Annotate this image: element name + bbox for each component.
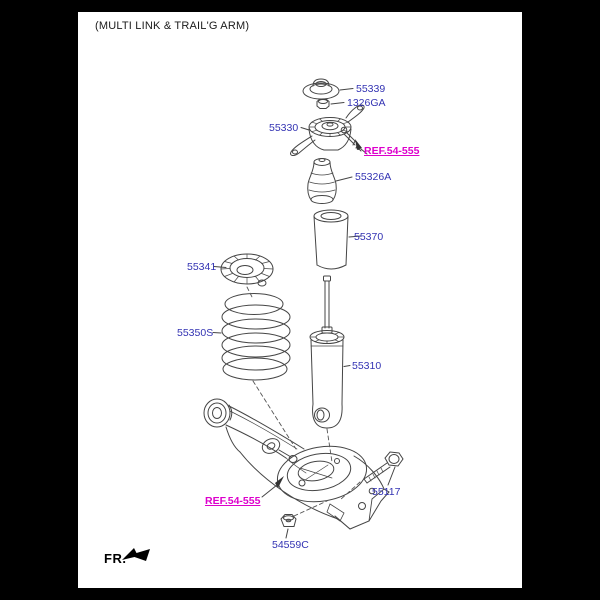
trailing-arm-drawing [203,398,390,530]
part-label-55339: 55339 [356,83,386,95]
fr-direction-label: FR. [104,551,127,566]
coil-spring-drawing [212,293,291,381]
shock-absorber-drawing [309,275,351,429]
arm-nut-drawing [280,514,297,539]
part-label-55117: 55117 [372,486,401,498]
part-label-55326A: 55326A [355,171,392,183]
bumper-drawing [307,158,353,204]
part-label-55310: 55310 [352,360,382,372]
part-label-54559C: 54559C [272,539,309,551]
diagram-title: (MULTI LINK & TRAIL'G ARM) [95,20,250,32]
part-label-55330: 55330 [269,122,299,134]
ref-bottom-arrow [261,476,284,498]
ref-link-bottom[interactable]: REF.54-555 [205,495,261,507]
assembly-dashed-lines [246,286,361,517]
diagram-canvas [78,12,522,588]
strut-mount-drawing [290,104,365,156]
mount-bolt-drawing [340,126,368,155]
part-label-55370: 55370 [354,231,384,243]
dust-cover-drawing [313,209,362,270]
part-label-1326GA: 1326GA [347,97,386,109]
cap-drawing [302,78,354,100]
spring-pad-drawing [213,253,274,287]
ref-top-arrowhead [355,139,362,150]
part-label-55350S: 55350S [177,327,214,339]
ref-link-top[interactable]: REF.54-555 [364,145,420,157]
arm-bolt-drawing [363,451,404,486]
fr-direction-arrow-icon [122,548,150,561]
mount-nut-drawing [316,98,345,109]
part-label-55341: 55341 [187,261,217,273]
